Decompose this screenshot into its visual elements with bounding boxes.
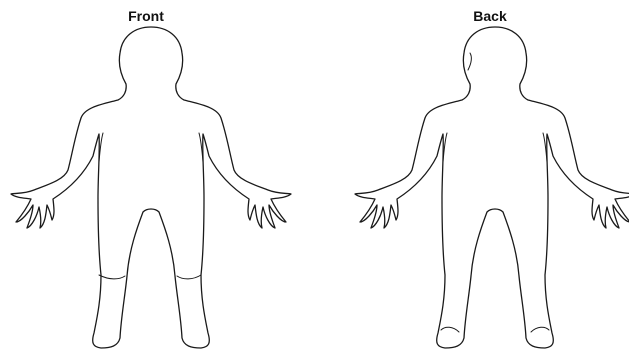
back-body-outline [0,0,629,353]
